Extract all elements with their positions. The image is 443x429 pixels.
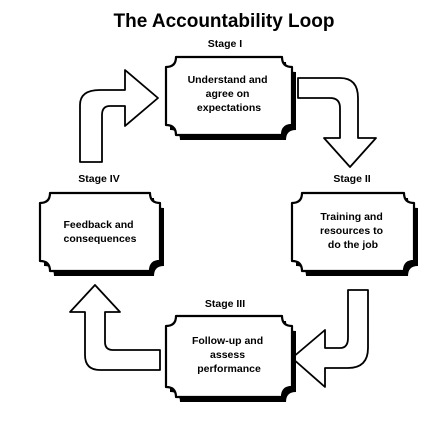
- stage-1-group: Stage I Understand and agree on expectat…: [164, 38, 296, 140]
- stage-4-line-1: Feedback and: [64, 219, 134, 231]
- diagram-title: The Accountability Loop: [114, 11, 335, 32]
- stage-3-line-1: Follow-up and: [192, 335, 263, 347]
- stage-3-box: [164, 314, 294, 399]
- stage-4-box: [38, 191, 162, 273]
- stage-1-text: Understand and agree on expectations: [188, 74, 271, 114]
- stage-1-line-3: expectations: [197, 102, 261, 114]
- stage-4-text: Feedback and consequences: [64, 219, 137, 245]
- stage-1-line-1: Understand and: [188, 74, 268, 86]
- stage-2-box: [290, 191, 416, 273]
- arrow-stage1-to-stage2: [297, 77, 377, 168]
- stage-1-label: Stage I: [208, 38, 243, 50]
- stage-4-line-2: consequences: [64, 233, 137, 245]
- stage-2-line-3: do the job: [328, 239, 378, 251]
- stage-3-text: Follow-up and assess performance: [192, 335, 266, 375]
- stage-1-line-2: agree on: [206, 88, 250, 100]
- stage-3-group: Stage III Follow-up and assess performan…: [164, 298, 296, 402]
- stage-2-group: Stage II Training and resources to do th…: [290, 173, 418, 276]
- arrow-stage4-to-stage1: [79, 69, 159, 163]
- stage-3-line-3: performance: [197, 363, 261, 375]
- stage-4-group: Stage IV Feedback and consequences: [38, 173, 164, 276]
- stage-3-label: Stage III: [205, 298, 245, 310]
- stage-2-line-2: resources to: [320, 225, 383, 237]
- stage-2-label: Stage II: [333, 173, 370, 185]
- stage-2-text: Training and resources to do the job: [320, 211, 386, 251]
- arrow-stage3-to-stage4: [69, 284, 161, 371]
- stage-4-label: Stage IV: [78, 173, 119, 185]
- arrow-stage2-to-stage3: [291, 289, 369, 388]
- stage-3-line-2: assess: [210, 349, 245, 361]
- stage-1-box: [164, 55, 294, 137]
- stage-2-line-1: Training and: [320, 211, 382, 223]
